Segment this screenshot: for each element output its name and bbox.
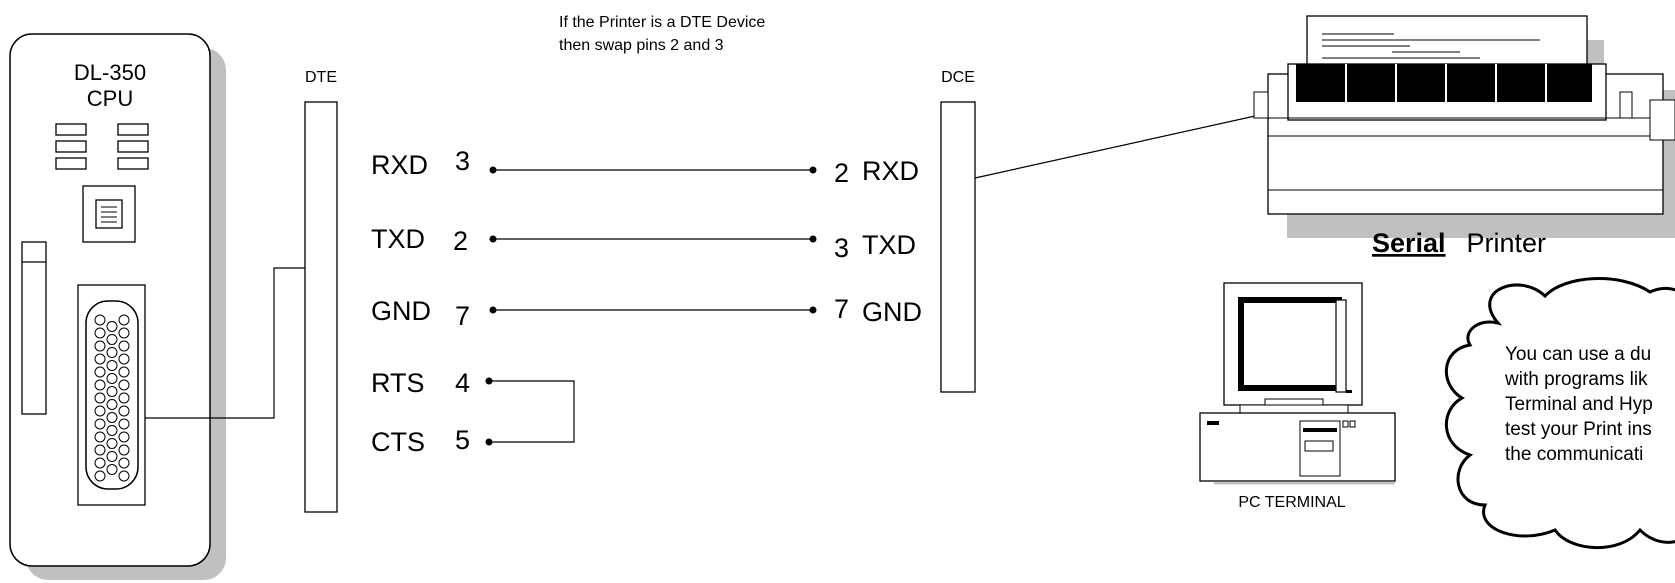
cloud-line-1: You can use a du: [1505, 344, 1651, 365]
db25-pin: [94, 379, 106, 391]
db25-pin: [94, 418, 106, 430]
db25-pin: [118, 418, 130, 430]
db25-pin: [106, 386, 118, 397]
left-pin-name: RTS: [371, 368, 425, 398]
cloud-line-4: test your Print ins: [1505, 419, 1652, 440]
db25-pin: [94, 431, 106, 443]
db25-pin: [118, 457, 130, 469]
left-pin-number: 4: [455, 368, 470, 398]
pc-base: [1199, 412, 1396, 482]
db25-pin: [94, 457, 106, 469]
db25-pin: [118, 314, 130, 326]
dce-connector: [940, 101, 976, 393]
left-pin-gnd: GND 7: [371, 296, 470, 331]
printer-platen: [1296, 64, 1592, 102]
db25-pins: [94, 314, 130, 482]
printer-label: Serial Printer: [1372, 228, 1546, 258]
right-pin-name: TXD: [862, 230, 916, 260]
cloud-line-2: with programs lik: [1504, 369, 1648, 390]
left-pin-number: 7: [455, 301, 470, 331]
cpu-model: DL-350: [74, 60, 146, 85]
left-pin-txd: TXD 2: [371, 224, 468, 256]
db25-pin: [106, 334, 118, 345]
db25-pin: [106, 464, 118, 475]
db25-pin: [106, 321, 118, 332]
cloud-shape: [1445, 277, 1675, 550]
cpu-status-leds: [55, 123, 149, 170]
db25-pin: [118, 431, 130, 443]
left-pin-number: 3: [455, 146, 470, 176]
right-pin-rxd: 2 RXD: [834, 156, 919, 188]
left-pin-number: 5: [455, 425, 470, 455]
db25-pin: [94, 353, 106, 365]
cpu-label: CPU: [87, 86, 133, 111]
cloud-line-5: the communicati: [1505, 444, 1643, 465]
cpu-cable: [145, 267, 305, 419]
db25-pin: [94, 444, 106, 456]
pc-terminal-icon: [1199, 282, 1396, 485]
wire-txd: [489, 235, 817, 243]
left-pin-name: TXD: [371, 224, 425, 254]
pc-terminal-label: PC TERMINAL: [1238, 494, 1345, 511]
cpu-port-icon: [82, 185, 136, 243]
printer-icon: [1253, 15, 1675, 238]
db25-pin: [118, 444, 130, 456]
dte-label: DTE: [305, 69, 337, 86]
note-line-2: then swap pins 2 and 3: [559, 37, 724, 54]
db25-pin: [94, 470, 106, 482]
db25-pin: [94, 405, 106, 417]
cpu-unit: DL-350 CPU: [9, 33, 226, 580]
left-pin-rts: RTS 4: [371, 368, 470, 398]
right-pin-number: 7: [834, 294, 849, 324]
db25-pin: [106, 412, 118, 423]
note-line-1: If the Printer is a DTE Device: [559, 14, 765, 31]
cloud-line-3: Terminal and Hyp: [1505, 394, 1653, 415]
db25-pin: [94, 327, 106, 339]
cloud-note: You can use a du with programs lik Termi…: [1445, 277, 1675, 550]
printer-label-rest: Printer: [1459, 228, 1546, 258]
db25-pin: [118, 366, 130, 378]
db25-pin: [94, 314, 106, 326]
db25-pin: [118, 392, 130, 404]
db25-pin: [118, 353, 130, 365]
left-pin-number: 2: [453, 226, 468, 256]
db25-pin: [118, 405, 130, 417]
left-pin-name: GND: [371, 296, 431, 326]
db25-pin: [94, 366, 106, 378]
db25-pin: [94, 340, 106, 352]
db25-pin: [106, 360, 118, 371]
db25-pin: [118, 340, 130, 352]
dce-label: DCE: [941, 69, 975, 86]
right-pin-name: GND: [862, 297, 922, 327]
right-pin-number: 3: [834, 233, 849, 263]
db25-pin: [118, 379, 130, 391]
db25-pin: [106, 373, 118, 384]
db25-pin: [106, 347, 118, 358]
right-pin-txd: 3 TXD: [834, 230, 916, 263]
left-pin-rxd: RXD 3: [371, 146, 470, 180]
db25-pin: [118, 327, 130, 339]
cpu-side-slot: [21, 241, 47, 415]
printer-label-bold: Serial: [1372, 228, 1446, 258]
right-pin-gnd: 7 GND: [834, 294, 922, 327]
dte-connector: [304, 101, 338, 513]
wire-gnd: [489, 306, 817, 314]
db25-pin: [106, 438, 118, 449]
left-pin-name: RXD: [371, 150, 428, 180]
wire-rts-cts-loopback: [485, 377, 575, 446]
right-pin-number: 2: [834, 158, 849, 188]
right-pin-name: RXD: [862, 156, 919, 186]
printer-cable: [974, 113, 1265, 179]
wire-rxd: [489, 166, 817, 174]
left-pin-name: CTS: [371, 427, 425, 457]
db25-pin: [118, 470, 130, 482]
db25-pin: [94, 392, 106, 404]
db25-pin: [106, 399, 118, 410]
db25-pin: [106, 425, 118, 436]
db25-pin: [106, 451, 118, 462]
left-pin-cts: CTS 5: [371, 425, 470, 457]
